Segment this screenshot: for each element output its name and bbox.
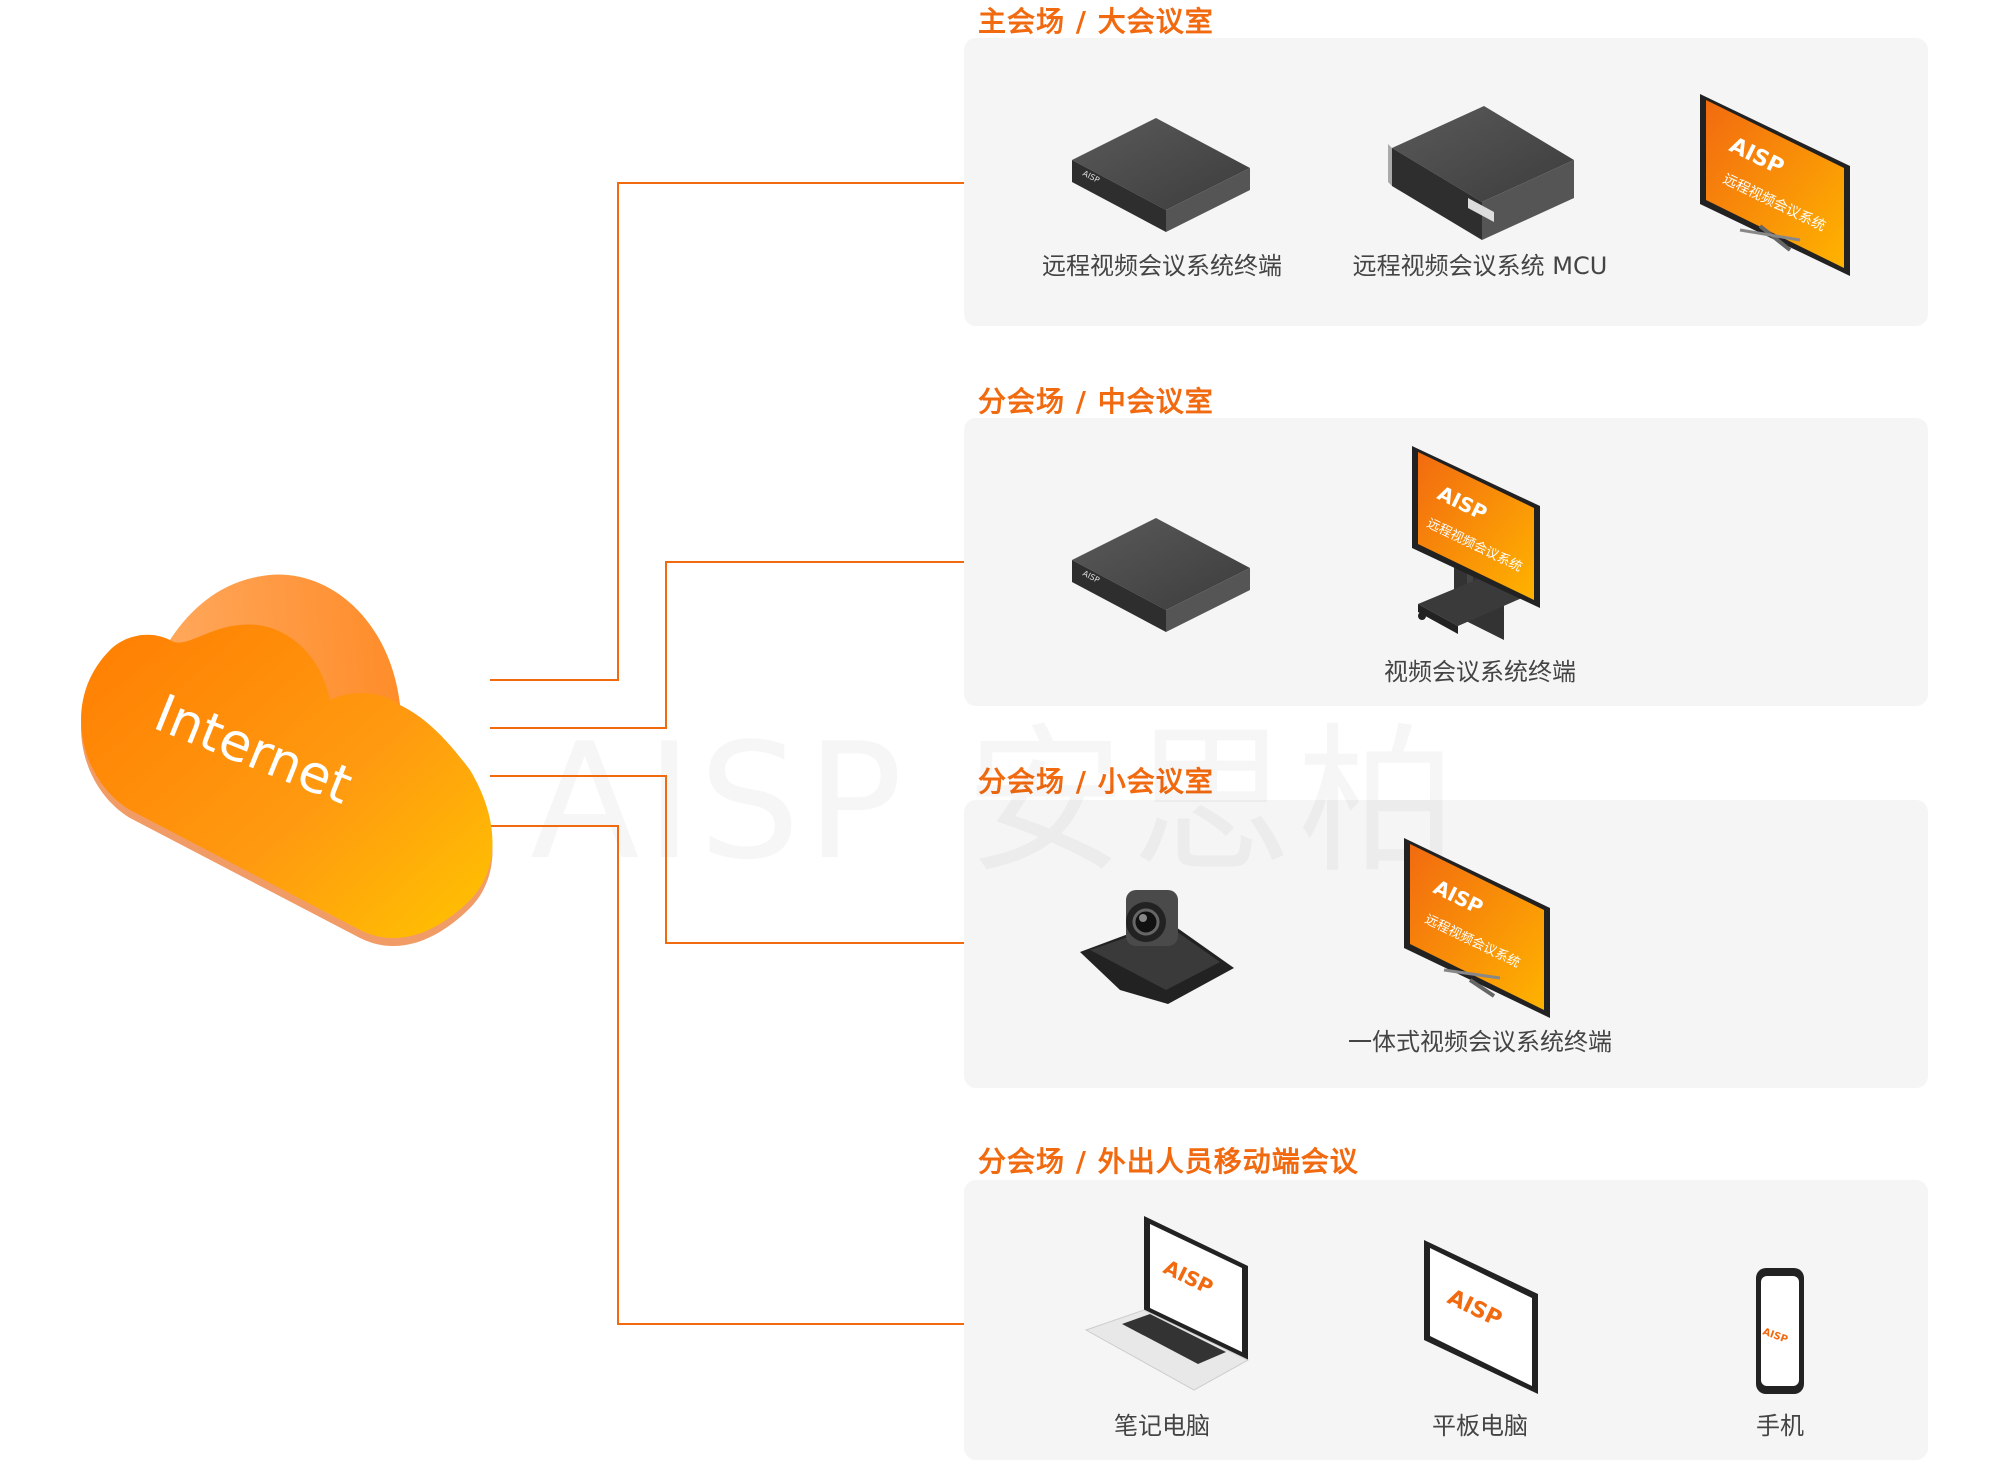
link-mobile bbox=[490, 825, 964, 1325]
link-medium bbox=[490, 561, 964, 729]
tablet-icon: AISP bbox=[1424, 1240, 1538, 1394]
device-label-video-terminal: 视频会议系统终端 bbox=[1384, 658, 1576, 686]
ptz-camera-icon bbox=[1080, 890, 1234, 1004]
internet-cloud-icon bbox=[81, 574, 493, 947]
all-in-one-display-icon: AISP 远程视频会议系统 bbox=[1404, 838, 1550, 1018]
section-title-small: 分会场 / 小会议室 bbox=[978, 765, 1214, 798]
link-small bbox=[490, 775, 964, 944]
phone-icon: AISP bbox=[1756, 1268, 1804, 1394]
link-main bbox=[490, 182, 964, 681]
display-screen-icon: AISP 远程视频会议系统 bbox=[1700, 94, 1850, 276]
section-title-medium: 分会场 / 中会议室 bbox=[978, 385, 1214, 418]
device-label-tablet: 平板电脑 bbox=[1432, 1412, 1528, 1440]
device-label-mcu: 远程视频会议系统 MCU bbox=[1352, 252, 1608, 280]
terminal-box-icon: AISP bbox=[1072, 118, 1250, 232]
section-title-mobile: 分会场 / 外出人员移动端会议 bbox=[978, 1145, 1359, 1178]
device-label-terminal: 远程视频会议系统终端 bbox=[1042, 252, 1282, 280]
device-label-laptop: 笔记电脑 bbox=[1114, 1412, 1210, 1440]
laptop-icon: AISP bbox=[1084, 1216, 1250, 1391]
device-label-all-in-one: 一体式视频会议系统终端 bbox=[1348, 1028, 1612, 1056]
device-label-phone: 手机 bbox=[1756, 1412, 1804, 1440]
mcu-rack-icon bbox=[1388, 106, 1574, 240]
terminal-box-icon: AISP bbox=[1072, 518, 1250, 632]
display-on-stand-icon: AISP 远程视频会议系统 bbox=[1412, 446, 1540, 640]
section-title-main: 主会场 / 大会议室 bbox=[978, 5, 1214, 38]
connection-lines bbox=[490, 182, 964, 1325]
